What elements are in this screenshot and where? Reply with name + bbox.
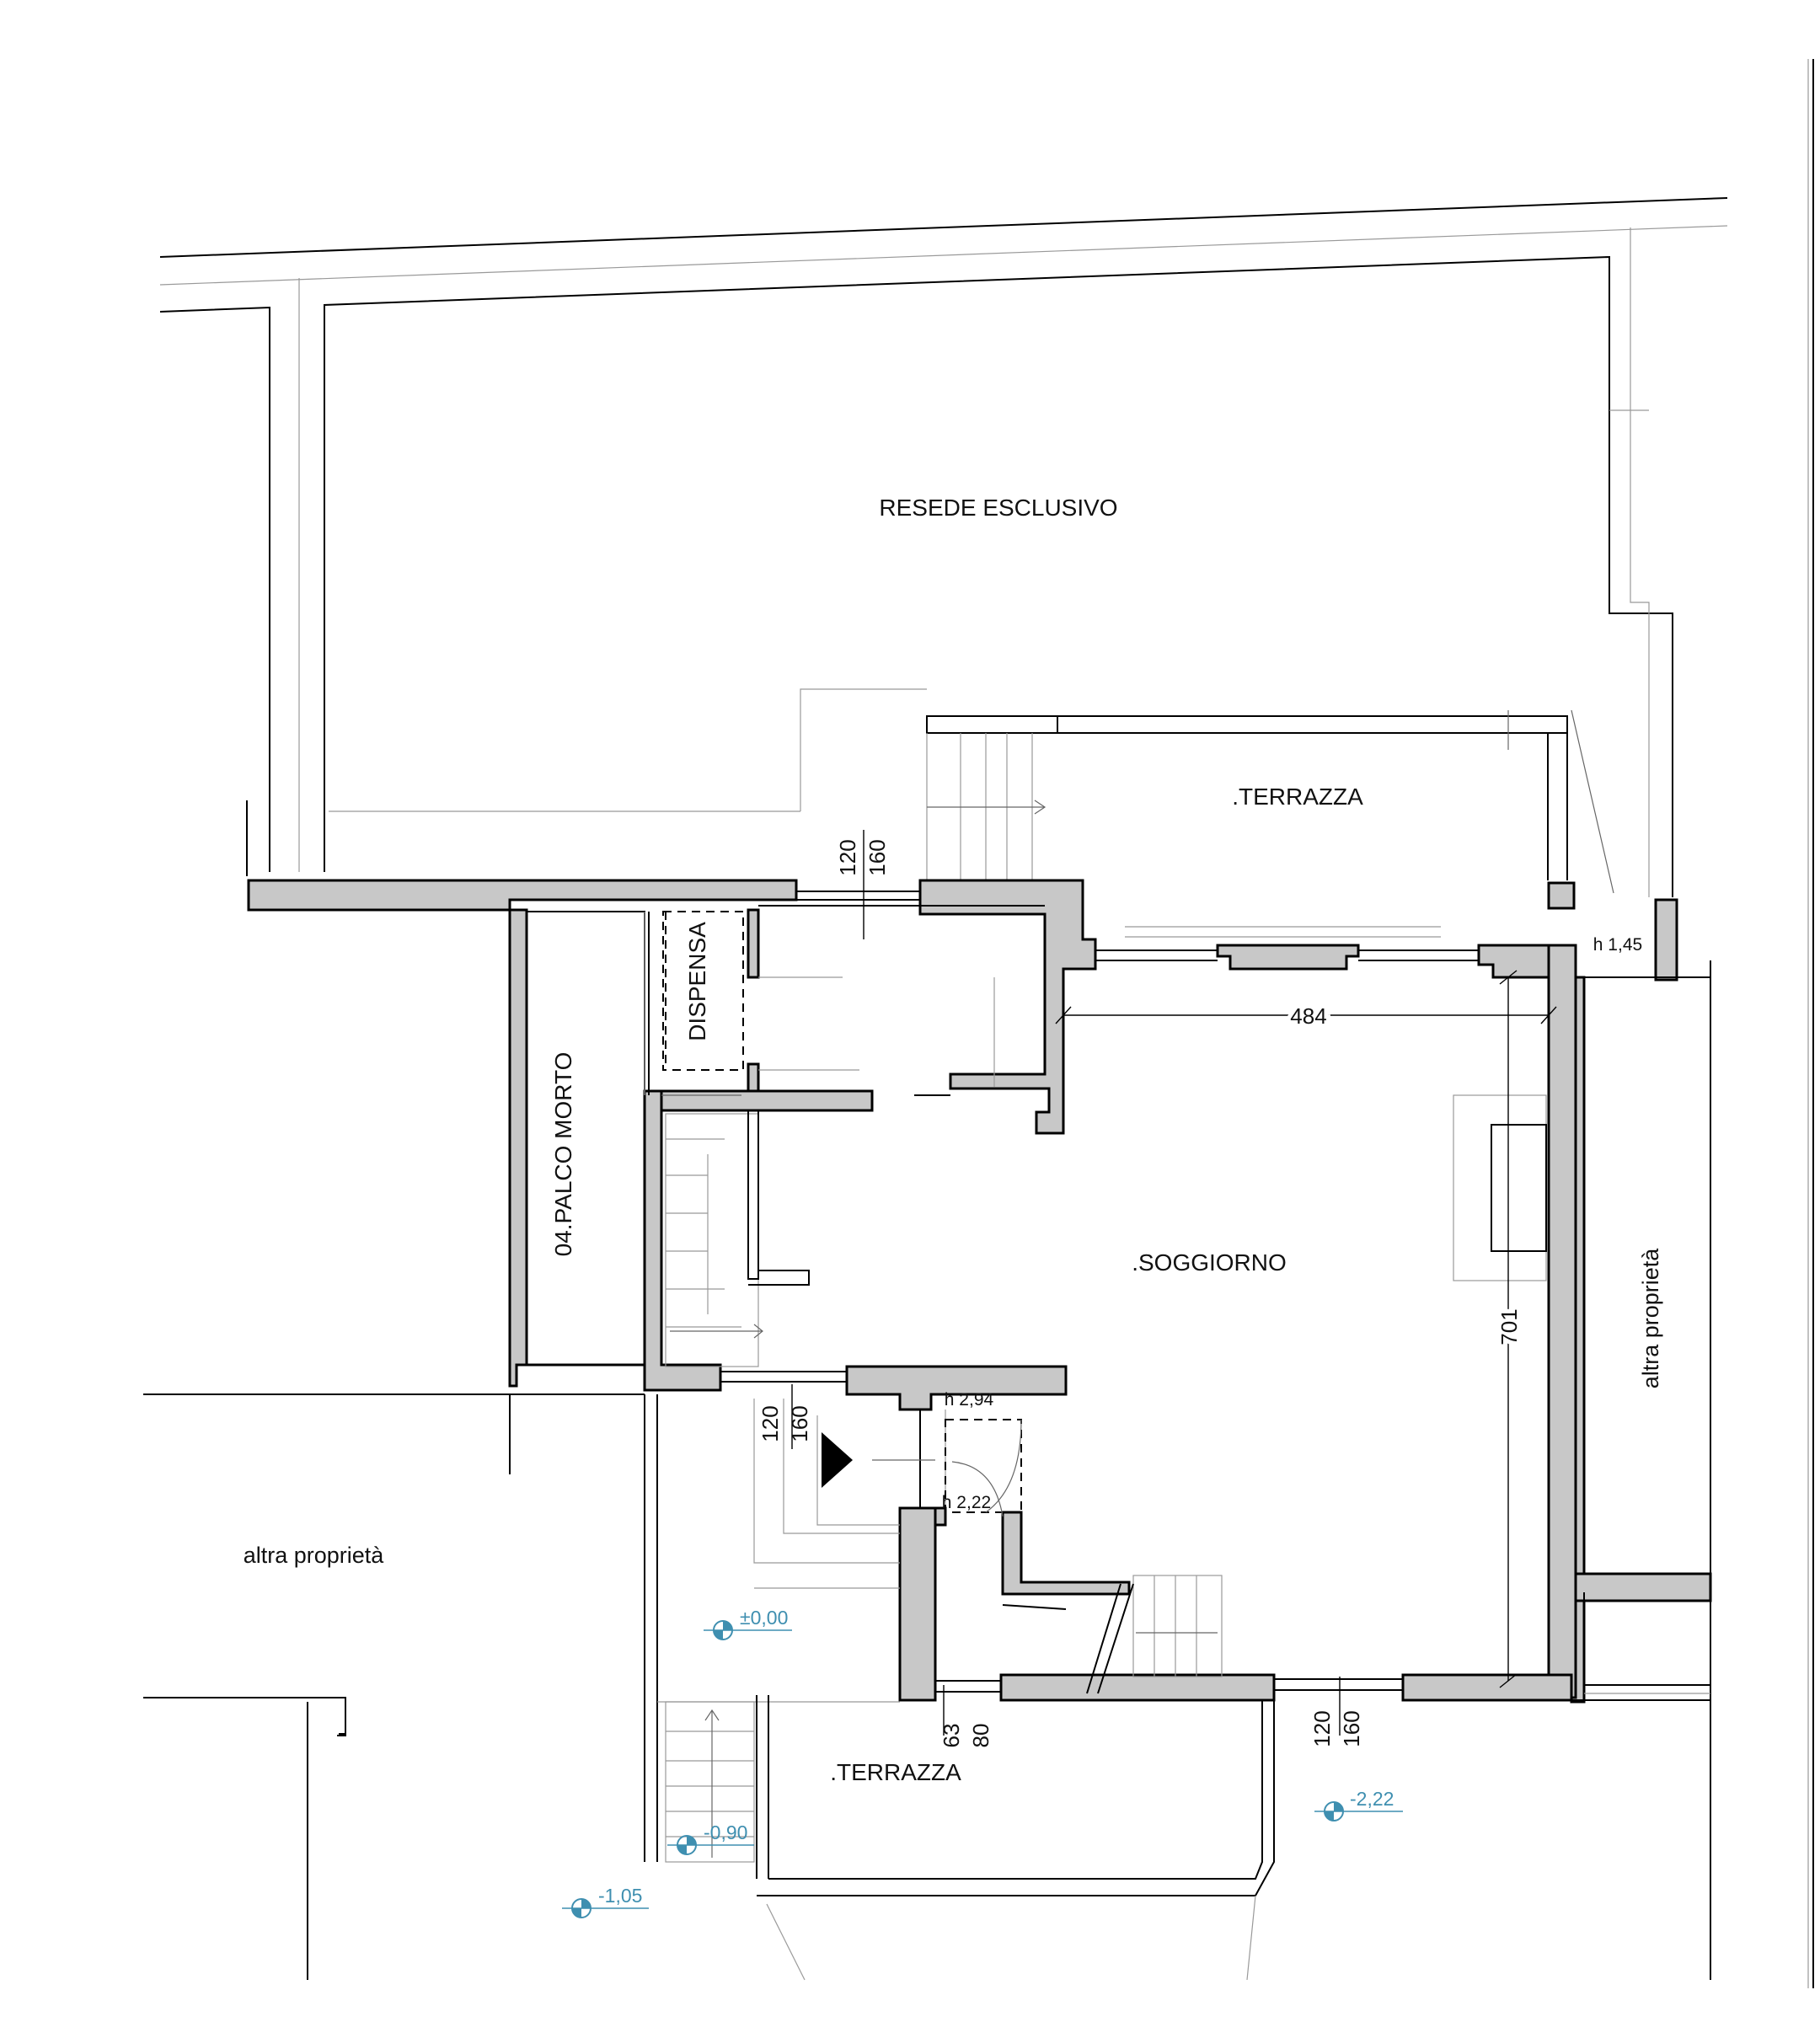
top-terrace bbox=[926, 709, 1614, 938]
dim-label: 80 bbox=[968, 1724, 993, 1748]
lower-left-area bbox=[143, 1393, 900, 1980]
elevation-markers bbox=[562, 1620, 1403, 1918]
elevation-marker-icon bbox=[562, 1898, 649, 1918]
dim-label: 160 bbox=[864, 839, 890, 875]
room-label-terrazza-top: .TERRAZZA bbox=[1232, 784, 1363, 810]
room-label-terrazza-bottom: .TERRAZZA bbox=[830, 1759, 961, 1785]
palco-morto bbox=[526, 911, 645, 1366]
room-label-palco-morto: 04.PALCO MORTO bbox=[550, 1052, 576, 1257]
dim-label: 484 bbox=[1290, 1003, 1326, 1029]
height-label: h 2,22 bbox=[942, 1493, 991, 1512]
elevation-label: -1,05 bbox=[598, 1885, 642, 1907]
room-label-altra-proprieta-right: altra proprietà bbox=[1638, 1248, 1663, 1389]
walls bbox=[247, 879, 1712, 1704]
room-label-resede: RESEDE ESCLUSIVO bbox=[879, 495, 1117, 521]
dispensa bbox=[644, 911, 744, 1095]
elevation-label: ±0,00 bbox=[740, 1607, 788, 1629]
fireplace bbox=[1453, 1094, 1547, 1281]
dim-label: 120 bbox=[835, 839, 860, 875]
top-terrace-stairs bbox=[926, 733, 1046, 880]
dim-label: 63 bbox=[939, 1724, 964, 1748]
elevation-marker-icon bbox=[1314, 1801, 1403, 1821]
boundary-lines bbox=[159, 59, 1814, 1988]
windows bbox=[720, 891, 1479, 1693]
elevation-marker-icon bbox=[704, 1620, 792, 1640]
dimension-lines bbox=[791, 830, 1557, 1736]
entrance-hall bbox=[753, 1399, 1223, 1694]
height-label: h 1,45 bbox=[1593, 935, 1642, 955]
dim-label: 701 bbox=[1496, 1308, 1522, 1345]
dim-label: 120 bbox=[1309, 1710, 1335, 1747]
elevation-marker-icon bbox=[667, 1835, 754, 1855]
partitions bbox=[527, 905, 1711, 1980]
labels: RESEDE ESCLUSIVO .TERRAZZA DISPENSA 04.P… bbox=[244, 495, 1663, 1907]
room-label-dispensa: DISPENSA bbox=[684, 922, 710, 1041]
room-label-altra-proprieta-left: altra proprietà bbox=[244, 1543, 385, 1568]
room-label-soggiorno: .SOGGIORNO bbox=[1132, 1249, 1287, 1276]
dim-label: 160 bbox=[787, 1405, 812, 1442]
elevation-label: -0,90 bbox=[704, 1821, 747, 1843]
lower-terrace bbox=[757, 1699, 1710, 1981]
internal-stairs bbox=[665, 1110, 810, 1367]
resede-enclosure bbox=[159, 227, 1673, 897]
elevation-label: -2,22 bbox=[1350, 1788, 1394, 1810]
dim-label: 120 bbox=[757, 1405, 783, 1442]
height-label: h 2,94 bbox=[945, 1390, 994, 1410]
dim-label: 160 bbox=[1339, 1710, 1364, 1747]
entrance-arrow-icon bbox=[822, 1432, 853, 1488]
